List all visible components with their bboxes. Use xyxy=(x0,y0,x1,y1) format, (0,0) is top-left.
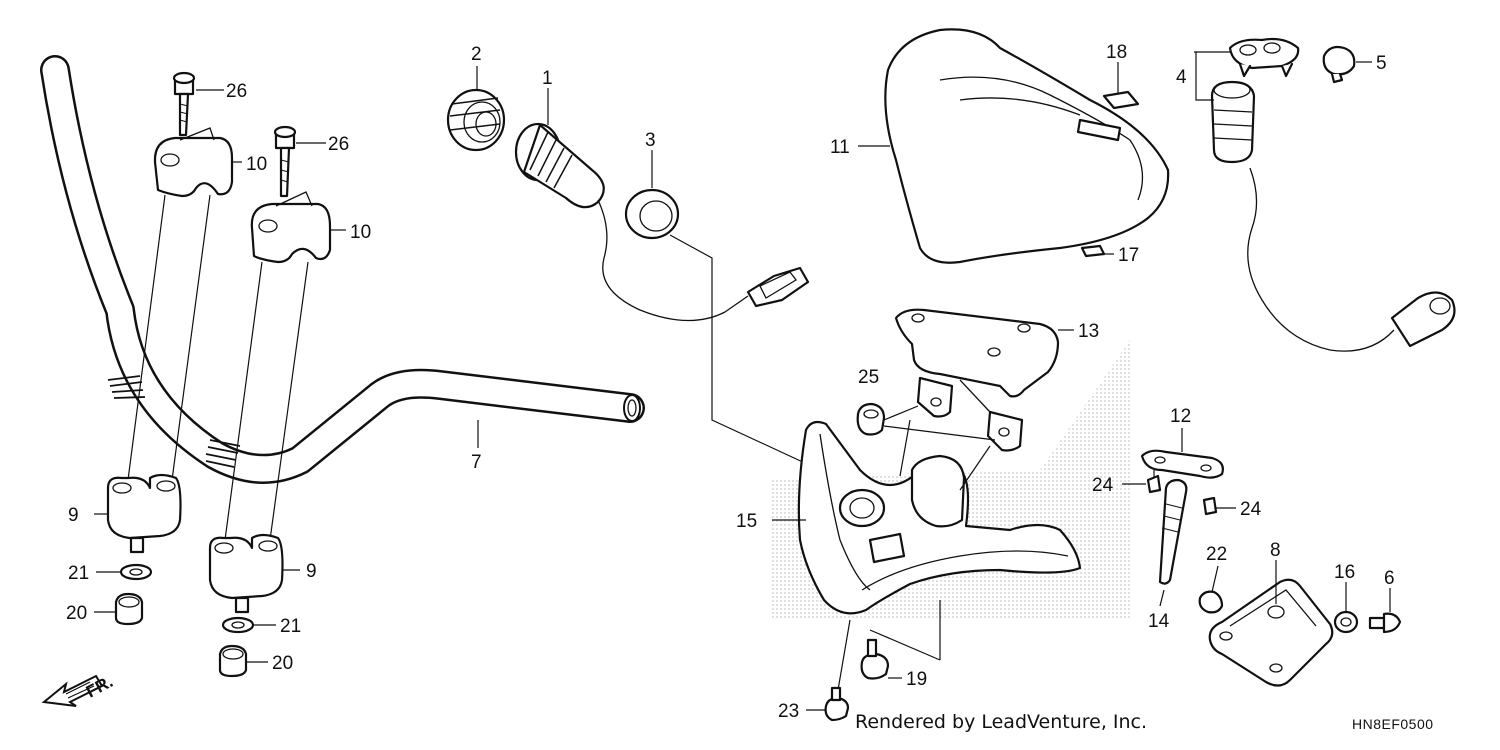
bolt-6 xyxy=(1368,612,1402,634)
callout-24-right: 24 xyxy=(1240,499,1262,520)
washer-21-right xyxy=(221,616,255,634)
callout-10-right: 10 xyxy=(350,222,371,243)
lower-holder-left xyxy=(106,473,182,554)
callout-24-left: 24 xyxy=(1092,475,1114,496)
handlebar xyxy=(40,55,645,484)
callout-21-left: 21 xyxy=(68,563,89,584)
bracket-8 xyxy=(1208,578,1334,687)
callout-26-left: 26 xyxy=(226,81,247,102)
screw-23 xyxy=(824,686,850,722)
socket-4 xyxy=(1210,80,1456,352)
callout-11: 11 xyxy=(830,137,850,158)
nut-20-left xyxy=(114,592,144,626)
nut-16 xyxy=(1333,610,1359,634)
callout-17: 17 xyxy=(1118,245,1139,266)
callout-20-right: 20 xyxy=(272,653,293,674)
direction-label: FR. xyxy=(83,672,116,702)
nut-3 xyxy=(624,150,680,240)
socket-cap-4 xyxy=(1228,37,1300,78)
callout-14: 14 xyxy=(1148,611,1170,632)
callout-13: 13 xyxy=(1078,321,1099,342)
switch-1 xyxy=(514,122,810,322)
screw-24-left xyxy=(1146,470,1162,494)
callout-2: 2 xyxy=(471,44,482,65)
credit-text: Rendered by LeadVenture, Inc. xyxy=(855,711,1148,733)
washer-21-left xyxy=(119,563,153,581)
callout-26-right: 26 xyxy=(328,134,349,155)
nut-20-right xyxy=(218,644,248,678)
callout-18: 18 xyxy=(1106,42,1127,63)
screw-19 xyxy=(860,638,890,680)
callout-15: 15 xyxy=(736,511,757,532)
cap-5 xyxy=(1322,45,1356,84)
lower-holder-right xyxy=(208,533,284,614)
clip-17 xyxy=(1080,244,1106,258)
callout-leaders xyxy=(94,51,1391,711)
callout-3: 3 xyxy=(645,130,656,151)
callout-7: 7 xyxy=(471,452,482,473)
callout-19: 19 xyxy=(906,669,927,690)
nut-22 xyxy=(1198,590,1224,614)
callout-25: 25 xyxy=(858,367,879,388)
callout-20-left: 20 xyxy=(66,603,87,624)
front-direction-arrow: FR. xyxy=(41,672,116,707)
callout-16: 16 xyxy=(1334,562,1355,583)
upper-holder-left xyxy=(153,127,234,198)
callout-9-left: 9 xyxy=(68,505,79,526)
callout-9-right: 9 xyxy=(306,561,317,582)
assembly-lines xyxy=(127,194,309,541)
callout-1: 1 xyxy=(542,68,553,89)
clip-18 xyxy=(1102,90,1140,110)
callout-5: 5 xyxy=(1376,53,1387,74)
stay-13 xyxy=(894,308,1060,452)
callout-6: 6 xyxy=(1384,568,1395,589)
bolt-26-left xyxy=(172,71,196,137)
rod-14 xyxy=(1158,478,1188,607)
callout-12: 12 xyxy=(1170,406,1191,427)
stay-leaders xyxy=(837,405,996,691)
grommet-2 xyxy=(446,88,506,152)
diagram-code: HN8EF0500 xyxy=(1352,716,1434,732)
callout-8: 8 xyxy=(1270,540,1281,561)
screw-24-right xyxy=(1202,496,1218,516)
plate-12 xyxy=(1140,449,1224,479)
upper-holder-right xyxy=(250,191,332,264)
callout-10-left: 10 xyxy=(246,154,267,175)
bolt-26-right xyxy=(273,125,297,198)
callout-4: 4 xyxy=(1176,67,1187,88)
upper-cover xyxy=(884,28,1170,264)
callout-labels: 26 26 10 10 2 1 3 7 9 9 21 21 20 20 11 1… xyxy=(66,42,1395,722)
callout-21-right: 21 xyxy=(280,616,301,637)
callout-23: 23 xyxy=(778,701,799,722)
lower-cover-15 xyxy=(797,420,1082,615)
callout-22: 22 xyxy=(1206,544,1227,565)
nut-25 xyxy=(856,402,886,436)
